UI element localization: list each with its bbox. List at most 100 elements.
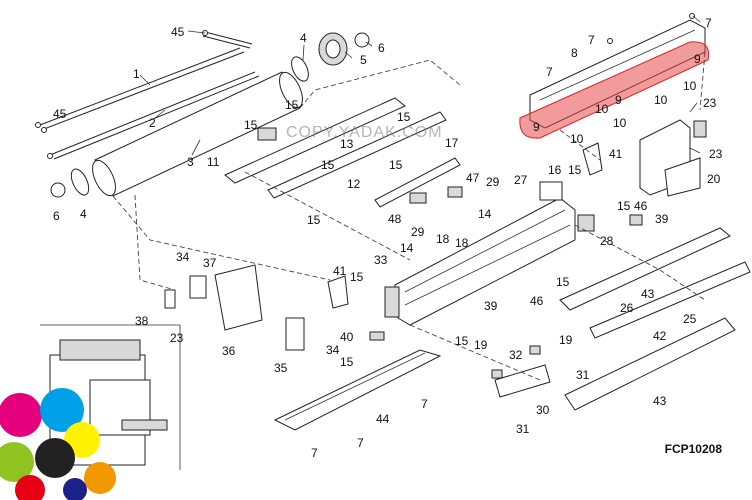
callout-18: 18	[436, 232, 450, 246]
callout-38: 38	[135, 314, 149, 328]
callout-14: 14	[400, 241, 414, 255]
callout-41: 41	[333, 264, 347, 278]
callout-23: 23	[703, 96, 717, 110]
dashed-guide-lines	[112, 51, 706, 381]
callout-23: 23	[170, 331, 184, 345]
callout-23: 23	[709, 147, 723, 161]
callout-44: 44	[376, 412, 390, 426]
callout-7: 7	[588, 33, 595, 47]
callout-5: 5	[360, 53, 367, 67]
callout-1: 1	[133, 67, 140, 81]
callout-7: 7	[311, 446, 318, 460]
upper-guide-rods	[35, 30, 260, 160]
callout-15: 15	[397, 110, 411, 124]
callout-43: 43	[653, 394, 667, 408]
callout-8: 8	[571, 46, 578, 60]
callout-4: 4	[300, 31, 307, 45]
callout-9: 9	[694, 52, 701, 66]
callout-41: 41	[609, 147, 623, 161]
main-frame	[384, 181, 576, 326]
callout-35: 35	[274, 361, 288, 375]
callout-15: 15	[455, 334, 469, 348]
callout-19: 19	[559, 333, 573, 347]
callout-9: 9	[615, 93, 622, 107]
callout-15: 15	[568, 163, 582, 177]
callout-16: 16	[548, 163, 562, 177]
callout-34: 34	[326, 343, 340, 357]
callout-7: 7	[357, 436, 364, 450]
callout-26: 26	[620, 301, 634, 315]
callout-17: 17	[445, 136, 459, 150]
callout-12: 12	[347, 177, 361, 191]
callout-20: 20	[707, 172, 721, 186]
callout-18: 18	[455, 236, 469, 250]
callout-7: 7	[546, 65, 553, 79]
callout-2: 2	[149, 116, 156, 130]
lower-left-parts	[164, 264, 385, 351]
callout-27: 27	[514, 173, 528, 187]
callout-15: 15	[307, 213, 321, 227]
callout-13: 13	[340, 137, 354, 151]
callout-42: 42	[653, 329, 667, 343]
callout-15: 15	[556, 275, 570, 289]
callout-11: 11	[207, 155, 220, 169]
callout-19: 19	[474, 338, 488, 352]
color-circles-logo	[0, 388, 116, 500]
callout-40: 40	[340, 330, 354, 344]
callout-47: 47	[466, 171, 480, 185]
callout-6: 6	[53, 209, 60, 223]
callout-6: 6	[378, 41, 385, 55]
callout-29: 29	[411, 225, 425, 239]
heat-roller	[50, 56, 309, 198]
lower-bracket	[491, 345, 551, 398]
callout-7: 7	[421, 397, 428, 411]
callout-labels: 45 45 1 2 3 4 4 5 6 6 7 7 7 7 7 7 8 9 9 …	[53, 16, 723, 460]
callout-45: 45	[53, 107, 67, 121]
callout-32: 32	[509, 348, 523, 362]
callout-15: 15	[244, 118, 258, 132]
exit-tray	[273, 349, 442, 431]
callout-4: 4	[80, 207, 87, 221]
callout-10: 10	[654, 93, 668, 107]
callout-45: 45	[171, 25, 185, 39]
callout-29: 29	[486, 175, 500, 189]
callout-15: 15	[285, 98, 299, 112]
callout-10: 10	[570, 132, 584, 146]
callout-36: 36	[222, 344, 236, 358]
callout-48: 48	[388, 212, 402, 226]
callout-3: 3	[187, 155, 194, 169]
figure-code: FCP10208	[664, 442, 722, 456]
callout-46: 46	[634, 199, 648, 213]
callout-9: 9	[533, 120, 540, 134]
callout-34: 34	[176, 250, 190, 264]
callout-15: 15	[321, 158, 335, 172]
drive-gear	[318, 32, 370, 66]
callout-15: 15	[617, 199, 631, 213]
callout-31: 31	[516, 422, 530, 436]
callout-39: 39	[484, 299, 498, 313]
highlighted-guide-assembly	[519, 13, 710, 139]
front-side-plates	[224, 97, 463, 208]
watermark: COPY.YADAK.COM	[286, 124, 443, 141]
leader-lines	[139, 15, 701, 156]
callout-43: 43	[641, 287, 655, 301]
callout-15: 15	[389, 158, 403, 172]
callout-46: 46	[530, 294, 544, 308]
callout-10: 10	[595, 102, 609, 116]
callout-7: 7	[705, 16, 712, 30]
callout-10: 10	[683, 79, 697, 93]
callout-31: 31	[576, 368, 590, 382]
callout-10: 10	[613, 116, 627, 130]
callout-28: 28	[600, 234, 614, 248]
callout-15: 15	[340, 355, 354, 369]
callout-37: 37	[203, 256, 217, 270]
callout-25: 25	[683, 312, 697, 326]
callout-14: 14	[478, 207, 492, 221]
callout-33: 33	[374, 253, 388, 267]
right-side-unit	[582, 119, 707, 197]
callout-30: 30	[536, 403, 550, 417]
callout-39: 39	[655, 212, 669, 226]
lower-rails	[559, 214, 751, 411]
callout-15: 15	[350, 270, 364, 284]
